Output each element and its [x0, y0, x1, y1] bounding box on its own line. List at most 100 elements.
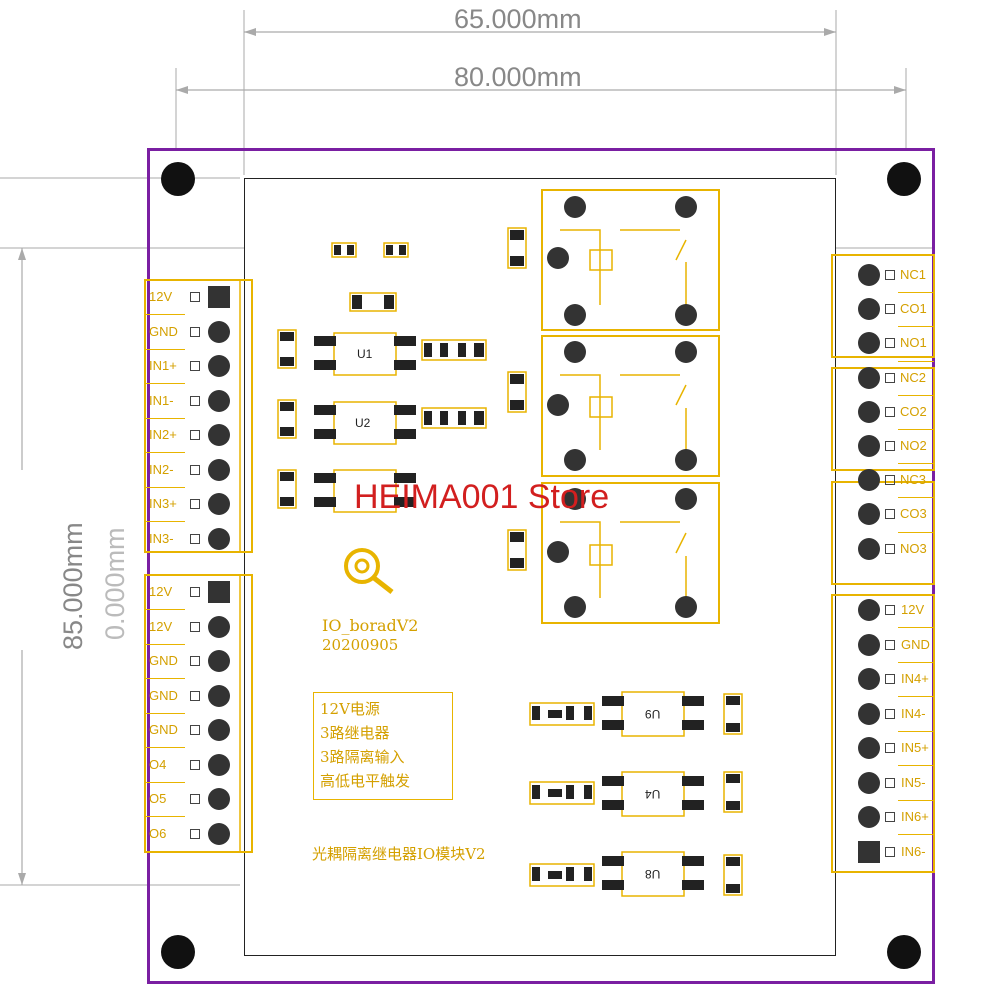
opto-label-u1: U1	[357, 347, 373, 361]
terminal-pin	[208, 458, 230, 481]
terminal-label: IN3-	[149, 530, 174, 546]
terminal-marker	[885, 475, 895, 486]
terminal-label: IN4+	[901, 671, 929, 686]
terminal-marker	[190, 690, 200, 701]
terminal-divider	[898, 730, 934, 732]
terminal-marker	[885, 543, 895, 554]
terminal-marker	[190, 499, 200, 509]
terminal-divider	[145, 747, 185, 749]
terminal-pin	[858, 400, 880, 423]
terminal-divider	[145, 486, 185, 488]
terminal-divider	[898, 497, 934, 499]
terminal-marker	[190, 292, 200, 302]
terminal-label: NC2	[900, 369, 927, 385]
terminal-label: NO3	[900, 540, 927, 556]
feature-box: 12V电源 3路继电器 3路隔离输入 高低电平触发	[313, 692, 453, 800]
terminal-divider	[145, 383, 185, 385]
opto-label-u4: U4	[645, 787, 661, 801]
terminal-marker	[190, 828, 200, 839]
terminal-pin	[208, 424, 230, 446]
terminal-divider	[898, 463, 934, 465]
terminal-pin	[208, 822, 230, 845]
terminal-label: O6	[149, 825, 167, 841]
terminal-divider	[145, 521, 185, 523]
terminal-label: IN2+	[149, 427, 177, 442]
opto-label-u2: U2	[355, 416, 371, 430]
terminal-divider	[145, 609, 185, 611]
terminal-divider	[898, 326, 934, 328]
terminal-pin	[208, 719, 230, 741]
terminal-label: O4	[149, 756, 167, 772]
terminal-label: IN2-	[149, 461, 174, 477]
terminal-marker	[190, 361, 200, 371]
terminal-marker	[885, 304, 895, 315]
terminal-divider	[145, 348, 185, 350]
terminal-pin	[858, 599, 880, 621]
terminal-pin	[208, 753, 230, 776]
terminal-marker	[190, 464, 200, 475]
board-name: IO_boradV2	[322, 616, 419, 635]
terminal-marker	[190, 656, 200, 666]
terminal-pin	[858, 264, 880, 286]
terminal-label: 12V	[149, 289, 173, 304]
terminal-marker	[885, 777, 895, 788]
terminal-marker	[190, 533, 200, 544]
terminal-label: CO3	[900, 506, 927, 522]
terminal-pin	[208, 389, 230, 412]
terminal-divider	[145, 314, 185, 316]
terminal-divider	[898, 661, 934, 663]
terminal-pin	[208, 684, 230, 707]
dimension-65mm: 65.000mm	[454, 4, 582, 34]
terminal-label: NC1	[900, 267, 927, 282]
mounting-hole-top-left	[161, 162, 195, 196]
opto-label-u9: U9	[645, 707, 661, 721]
terminal-divider	[898, 799, 934, 801]
feature-1: 12V电源	[320, 700, 380, 718]
terminal-label: 12V	[149, 618, 173, 634]
dimension-80mm: 80.000mm	[454, 62, 582, 92]
terminal-pin	[208, 615, 230, 638]
terminal-marker	[190, 587, 200, 597]
terminal-pin	[858, 840, 880, 863]
terminal-divider	[898, 394, 934, 396]
terminal-label: IN6+	[901, 809, 929, 824]
feature-2: 3路继电器	[320, 724, 390, 742]
terminal-marker	[885, 639, 895, 650]
terminal-pin	[208, 788, 230, 810]
module-outline	[244, 178, 836, 956]
terminal-divider	[898, 627, 934, 629]
terminal-marker	[885, 812, 895, 822]
terminal-marker	[885, 270, 895, 280]
terminal-pin	[858, 668, 880, 690]
terminal-label: IN1-	[149, 392, 174, 408]
terminal-marker	[885, 605, 895, 615]
terminal-marker	[885, 441, 895, 451]
terminal-pin	[858, 702, 880, 725]
terminal-label: IN1+	[149, 358, 177, 373]
terminal-label: 12V	[149, 584, 173, 599]
terminal-label: NO1	[900, 335, 927, 351]
terminal-label: IN4-	[901, 705, 926, 721]
terminal-label: GND	[149, 653, 178, 668]
terminal-pin	[858, 469, 880, 492]
terminal-label: IN5-	[901, 774, 926, 790]
board-date: 20200905	[322, 636, 399, 654]
mounting-hole-bottom-left	[161, 935, 195, 969]
terminal-marker	[190, 326, 200, 337]
terminal-pin	[858, 332, 880, 355]
terminal-divider	[898, 696, 934, 698]
mounting-hole-top-right	[887, 162, 921, 196]
terminal-label: IN5+	[901, 740, 929, 755]
terminal-marker	[190, 395, 200, 406]
terminal-label: GND	[149, 722, 178, 737]
terminal-marker	[885, 509, 895, 520]
terminal-divider	[898, 765, 934, 767]
terminal-label: NO2	[900, 438, 927, 453]
terminal-marker	[885, 674, 895, 684]
mounting-hole-bottom-right	[887, 935, 921, 969]
terminal-marker	[190, 430, 200, 440]
terminal-label: NC3	[900, 472, 927, 488]
terminal-label: CO1	[900, 301, 927, 317]
